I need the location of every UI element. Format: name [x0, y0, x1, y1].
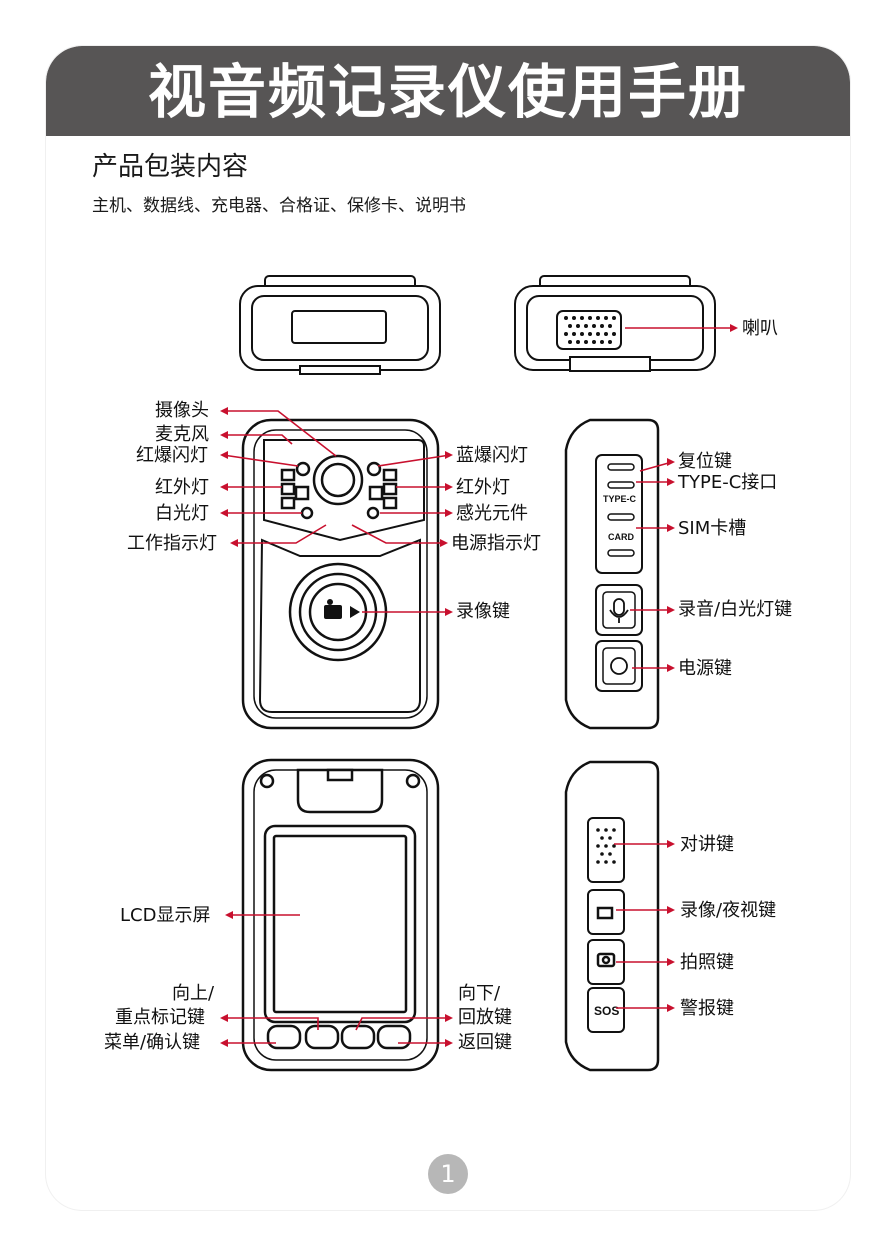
ptt-grille-dots: [596, 828, 616, 864]
package-contents: 主机、数据线、充电器、合格证、保修卡、说明书: [92, 196, 466, 216]
device-front-view: [241, 418, 440, 730]
device-back-view: [241, 758, 440, 1072]
label-power-key: 电源键: [678, 658, 732, 679]
label-sim-slot: SIM卡槽: [678, 518, 747, 539]
label-down-key-line1: 向下/: [458, 983, 501, 1004]
label-ir-right: 红外灯: [456, 477, 510, 498]
label-white-light: 白光灯: [155, 503, 209, 524]
package-title: 产品包装内容: [92, 152, 249, 182]
label-blue-flash: 蓝爆闪灯: [456, 445, 528, 466]
label-record-key: 录像键: [456, 601, 510, 622]
label-up-key-line2: 重点标记键: [115, 1007, 205, 1028]
record-key-glyph: [324, 599, 360, 619]
card-marking: CARD: [608, 532, 634, 542]
label-microphone: 麦克风: [155, 424, 209, 445]
label-ir-left: 红外灯: [155, 477, 209, 498]
label-power-indicator: 电源指示灯: [451, 533, 541, 554]
label-menu-key: 菜单/确认键: [104, 1032, 201, 1053]
sos-marking: SOS: [594, 1004, 619, 1018]
side-key-markings: TYPE-C CARD: [603, 494, 637, 542]
label-red-flash: 红爆闪灯: [136, 445, 208, 466]
page-number-badge: 1: [428, 1154, 468, 1194]
label-down-key-line2: 回放键: [458, 1007, 512, 1028]
label-light-sensor: 感光元件: [456, 503, 528, 524]
type-c-marking: TYPE-C: [603, 494, 637, 504]
label-up-key-line1: 向上/: [172, 983, 215, 1004]
label-audio-key: 录音/白光灯键: [678, 599, 793, 620]
label-sos-key: 警报键: [680, 998, 734, 1019]
label-ptt-key: 对讲键: [680, 834, 734, 855]
device-side-view-2: [564, 760, 660, 1072]
label-speaker: 喇叭: [742, 318, 778, 339]
leader-lines: [220, 324, 738, 1047]
label-video-night-key: 录像/夜视键: [680, 900, 777, 921]
label-reset-key: 复位键: [678, 451, 732, 472]
label-camera: 摄像头: [155, 400, 209, 421]
label-work-indicator: 工作指示灯: [127, 533, 217, 554]
label-back-key: 返回键: [458, 1032, 512, 1053]
label-photo-key: 拍照键: [680, 952, 734, 973]
speaker-grille-dots: [564, 316, 616, 344]
title-banner: 视音频记录仪使用手册: [46, 46, 850, 136]
page-title: 视音频记录仪使用手册: [147, 58, 748, 126]
microphone-icon: [609, 598, 629, 623]
device-side-view: [564, 418, 660, 730]
label-type-c: TYPE-C接口: [678, 472, 778, 493]
label-lcd: LCD显示屏: [120, 905, 211, 926]
device-top-view: [239, 275, 441, 375]
device-top-view-speaker: [514, 275, 716, 372]
